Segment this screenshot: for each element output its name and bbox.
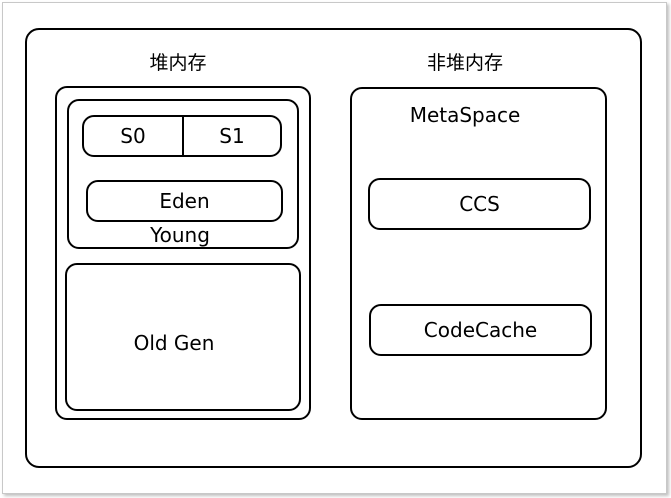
young-label: Young — [150, 223, 210, 247]
eden-box: Eden — [86, 180, 283, 222]
nonheap-box — [350, 87, 607, 420]
survivor-box: S0 S1 — [82, 115, 282, 157]
old-gen-box: Old Gen — [65, 263, 301, 411]
old-gen-label: Old Gen — [133, 331, 215, 355]
metaspace-label: MetaSpace — [409, 103, 521, 127]
s0-label: S0 — [120, 124, 146, 148]
eden-label: Eden — [159, 189, 210, 213]
nonheap-title: 非堆内存 — [426, 52, 503, 74]
codecache-box: CodeCache — [369, 304, 592, 356]
codecache-label: CodeCache — [423, 318, 538, 342]
ccs-label: CCS — [459, 192, 500, 216]
ccs-box: CCS — [368, 178, 591, 230]
survivor-divider — [182, 115, 184, 157]
s1-label: S1 — [219, 124, 245, 148]
heap-title: 堆内存 — [149, 52, 207, 74]
